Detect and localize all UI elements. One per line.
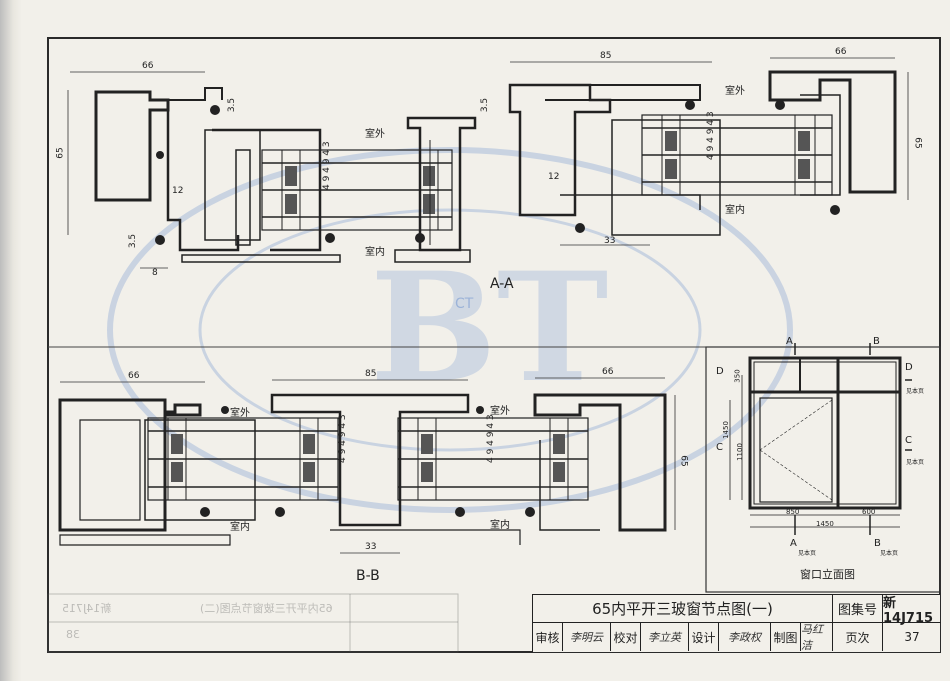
- elevation-tag-c-right: C: [905, 435, 912, 446]
- label-aa-outside-left: 室外: [365, 129, 385, 140]
- dim-aa-12-left: 12: [172, 186, 184, 196]
- dim-bb-85: 85: [365, 369, 377, 379]
- elev-dim-850: 850: [786, 508, 800, 516]
- window-elevation: [729, 343, 912, 535]
- elevation-tag-a-top: A: [786, 336, 793, 347]
- watermark-letters: BT: [370, 240, 608, 416]
- dim-bb-66-right: 66: [602, 367, 614, 377]
- elev-dim-1450-h: 1450: [721, 421, 730, 439]
- elev-dim-1100: 1100: [735, 443, 744, 461]
- dim-bb-66-left: 66: [128, 371, 140, 381]
- bleed-through-page: 38: [66, 628, 80, 641]
- glass-seq-bb-1: 4 9 4 9 4 3: [338, 414, 348, 463]
- elev-dim-350: 350: [733, 369, 742, 383]
- elevation-ref-a: 见本页: [798, 550, 817, 557]
- dim-aa-35-bottom: 3.5: [128, 233, 139, 249]
- label-aa-inside-right: 室内: [725, 205, 745, 216]
- label-bb-outside-left: 室外: [230, 408, 250, 419]
- atlas-number: 新14J715: [883, 595, 941, 626]
- dim-aa-65-left: 65: [55, 147, 66, 159]
- dim-aa-33: 33: [604, 236, 616, 246]
- scan-binding-edge: [0, 0, 22, 681]
- label-bb-inside-left: 室内: [230, 522, 250, 533]
- check-label: 校对: [611, 623, 641, 651]
- elev-dim-600: 600: [862, 508, 876, 516]
- dim-aa-65-right: 65: [912, 137, 923, 149]
- dim-aa-85: 85: [600, 51, 612, 61]
- section-aa: [94, 70, 897, 263]
- gaskets-aa: [155, 100, 840, 245]
- dim-aa-8: 8: [152, 268, 158, 278]
- dimensions-bb: [60, 377, 676, 554]
- design-label: 设计: [689, 623, 719, 651]
- watermark-small: CT: [455, 296, 474, 312]
- elevation-tag-c-left: C: [716, 442, 723, 453]
- label-bb-outside-right: 室外: [490, 406, 510, 417]
- bleed-through-atlas: 新14J715: [62, 602, 112, 615]
- elevation-title: 窗口立面图: [800, 568, 855, 581]
- signature-row: 审核 李明云 校对 李立英 设计 李政权 制图 马红洁 页次 37: [533, 623, 941, 652]
- gaskets-bb: [200, 406, 535, 517]
- dim-aa-12-right: 12: [548, 172, 560, 182]
- elevation-tag-d-left: D: [716, 366, 724, 377]
- label-aa-outside-right: 室外: [725, 86, 745, 97]
- bleed-through-table: [47, 593, 459, 653]
- dim-aa-35-right: 3.5: [480, 97, 491, 113]
- dim-aa-66-left: 66: [142, 61, 154, 71]
- glass-seq-bb-2: 4 9 4 9 4 3: [486, 414, 496, 463]
- glass-seq-aa-2: 4 9 4 9 4 3: [706, 111, 716, 160]
- label-bb-inside-right: 室内: [490, 520, 510, 531]
- atlas-label: 图集号: [833, 595, 883, 623]
- spacers-bb: [171, 434, 565, 482]
- dimensions-aa: [67, 57, 909, 269]
- dim-bb-65: 65: [678, 455, 689, 467]
- page-label: 页次: [833, 623, 883, 651]
- page-number: 37: [904, 630, 920, 644]
- dim-aa-66-right: 66: [835, 47, 847, 57]
- drawing-title: 65内平开三玻窗节点图(一): [533, 595, 833, 623]
- bleed-through-title: 65内平开三玻窗节点图(二): [200, 602, 333, 615]
- review-signature: 李明云: [563, 623, 611, 651]
- elev-dim-1450-w: 1450: [816, 520, 834, 528]
- elevation-ref-b: 见本页: [880, 550, 899, 557]
- elevation-tag-d-right: D: [905, 362, 913, 373]
- section-bb: [58, 393, 667, 546]
- section-title-bb: B-B: [356, 568, 380, 584]
- review-label: 审核: [533, 623, 563, 651]
- elevation-ref-d: 见本页: [906, 388, 925, 395]
- section-title-aa: A-A: [490, 276, 514, 292]
- draw-signature: 马红洁: [801, 623, 833, 652]
- elevation-tag-b-top: B: [873, 336, 880, 347]
- elevation-tag-b-bottom: B: [874, 538, 881, 549]
- glass-seq-aa-1: 4 9 4 9 4 3: [322, 141, 332, 190]
- elevation-tag-a-bottom: A: [790, 538, 797, 549]
- elevation-ref-c: 见本页: [906, 459, 925, 466]
- label-aa-inside-left: 室内: [365, 247, 385, 258]
- design-signature: 李政权: [719, 623, 771, 651]
- dim-bb-33: 33: [365, 542, 377, 552]
- dim-aa-35-top: 3.5: [227, 97, 238, 113]
- check-signature: 李立英: [641, 623, 689, 651]
- title-block: 65内平开三玻窗节点图(一) 图集号 新14J715 审核 李明云 校对 李立英…: [532, 594, 941, 652]
- draw-label: 制图: [771, 623, 801, 651]
